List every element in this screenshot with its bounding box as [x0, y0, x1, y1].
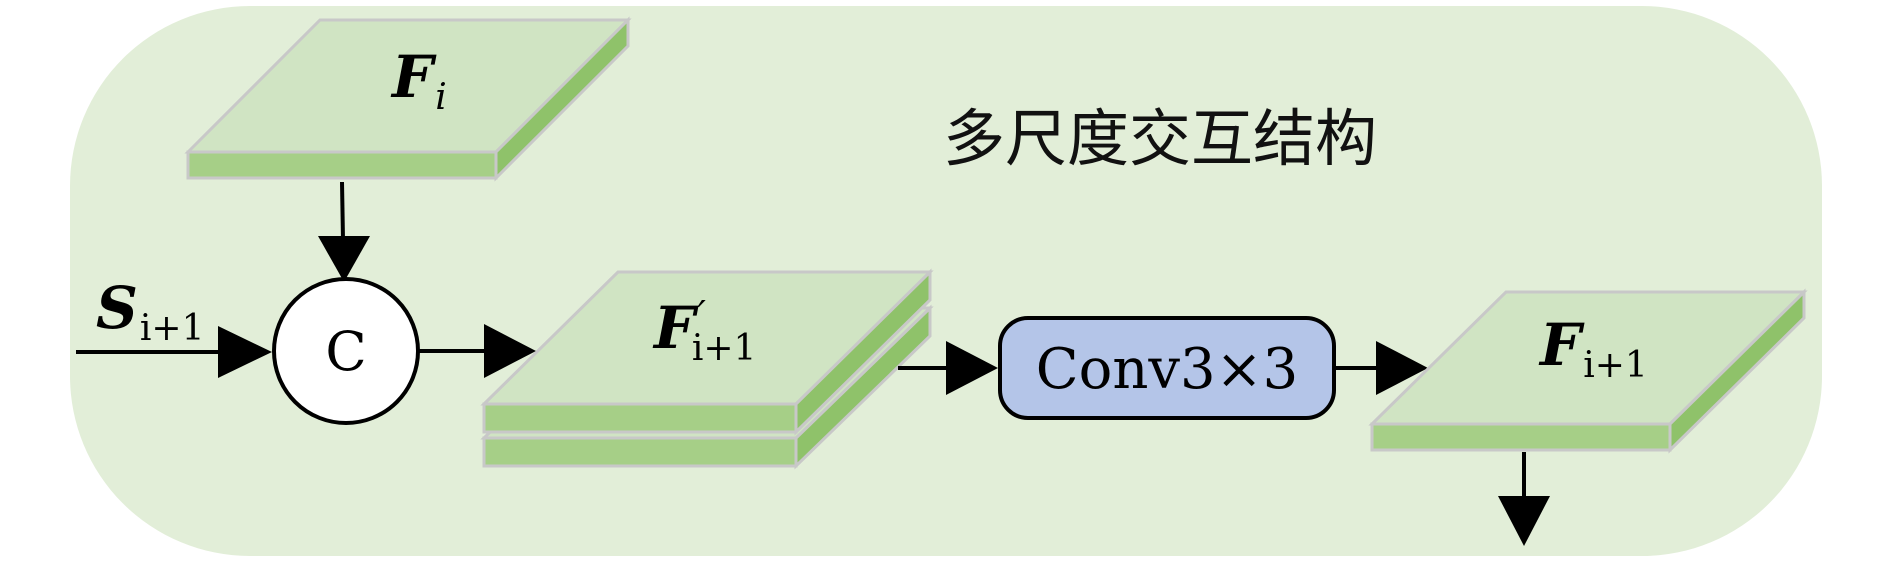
- feature-label-f-i1: Fi+1: [1538, 311, 1648, 386]
- arrow-intermediate-to-conv: [898, 341, 998, 395]
- arrow-concat-to-intermediate: [418, 324, 536, 378]
- feature-map-f-i1: Fi+1: [1368, 288, 1808, 454]
- arrow-s-to-concat: [76, 326, 272, 378]
- arrow-output-down: [1498, 452, 1550, 546]
- conv-block: Conv3×3: [998, 316, 1336, 420]
- feature-map-f-prime-i1: F′i+1: [480, 268, 934, 470]
- input-label-s-i1: Si+1: [96, 274, 204, 349]
- concat-label: C: [325, 320, 366, 383]
- concat-node: C: [272, 277, 420, 425]
- arrow-conv-to-output: [1334, 341, 1428, 395]
- arrow-fi-to-concat: [318, 181, 370, 282]
- diagram-title: 多尺度交互结构: [943, 102, 1377, 175]
- feature-label-f-i: Fi: [390, 43, 447, 118]
- feature-map-f-i: Fi: [184, 16, 632, 182]
- feature-label-f-prime-i1: F′i+1: [652, 293, 756, 369]
- conv-label: Conv3×3: [1036, 337, 1298, 402]
